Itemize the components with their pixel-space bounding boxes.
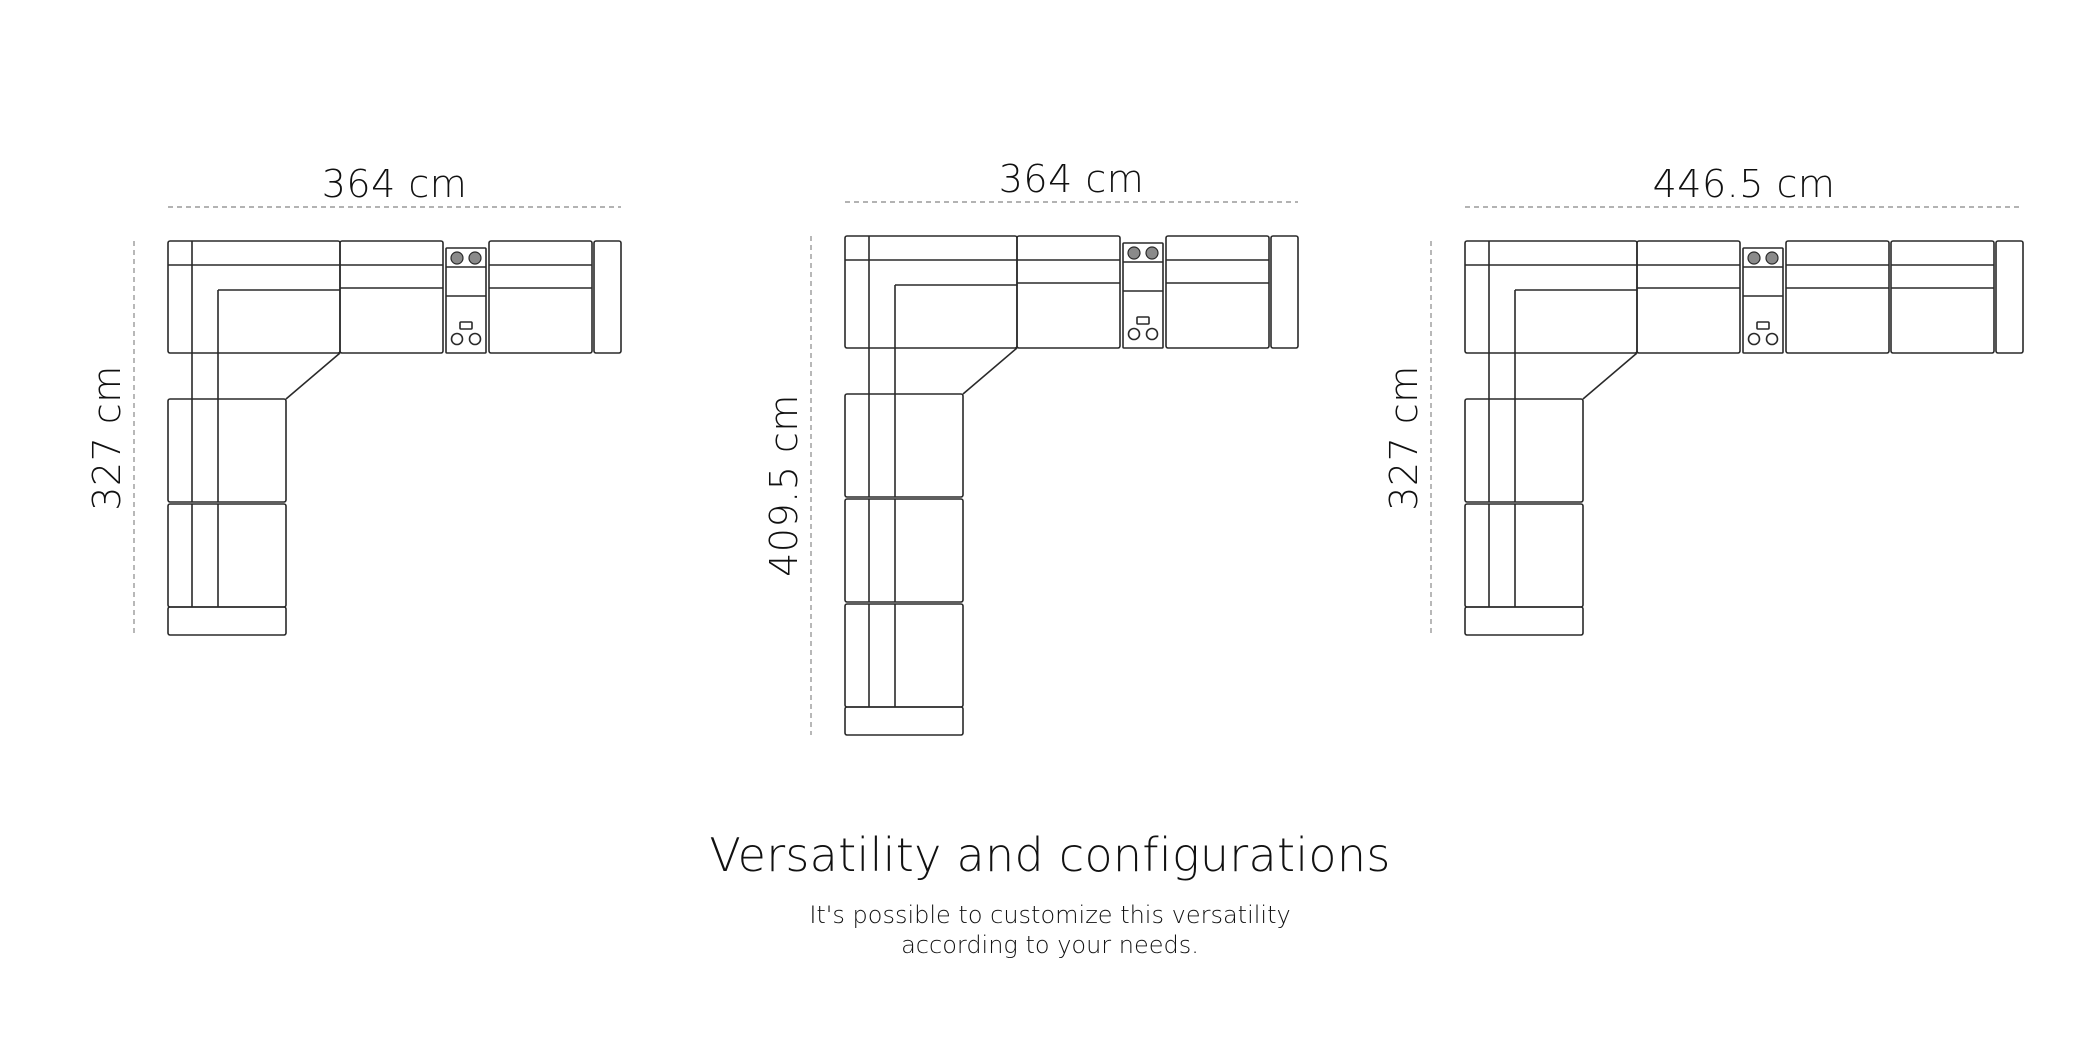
width-dimension-label: 364 cm <box>999 157 1145 201</box>
depth-dimension-label: 409.5 cm <box>762 394 806 577</box>
control-button-icon <box>1127 327 1141 341</box>
description-line-2: according to your needs. <box>901 931 1199 959</box>
usb-port-icon <box>459 321 473 330</box>
corner-diagonal <box>1582 352 1638 400</box>
corner-module <box>167 240 341 354</box>
side-seat-2 <box>1464 503 1584 608</box>
control-console <box>1742 247 1784 354</box>
corner-diagonal <box>285 352 341 400</box>
right-arm <box>593 240 622 354</box>
top-seat-2 <box>488 240 593 354</box>
right-arm <box>1995 240 2024 354</box>
usb-port-icon <box>1756 321 1770 330</box>
top-seat-2 <box>1165 235 1270 349</box>
side-seat-1 <box>844 393 964 498</box>
width-dimension-label: 364 cm <box>322 162 468 206</box>
side-seat-2 <box>844 498 964 603</box>
right-arm <box>1270 235 1299 349</box>
control-button-icon <box>1747 332 1761 346</box>
width-dimension-label: 446.5 cm <box>1653 162 1836 206</box>
corner-module <box>844 235 1018 349</box>
top-seat-1 <box>1636 240 1741 354</box>
corner-diagonal <box>962 347 1018 395</box>
depth-dimension-label: 327 cm <box>1382 365 1426 511</box>
depth-dimension-label: 327 cm <box>85 365 129 511</box>
top-seat-3 <box>1890 240 1995 354</box>
usb-port-icon <box>1136 316 1150 325</box>
cup-holder-icon <box>1145 246 1159 260</box>
corner-module <box>1464 240 1638 354</box>
control-button-icon <box>1765 332 1779 346</box>
side-seat-3 <box>844 603 964 708</box>
control-console <box>1122 242 1164 349</box>
cup-holder-icon <box>1747 251 1761 265</box>
bottom-arm <box>1464 606 1584 636</box>
side-seat-1 <box>1464 398 1584 503</box>
top-seat-1 <box>1016 235 1121 349</box>
control-button-icon <box>1145 327 1159 341</box>
cup-holder-icon <box>468 251 482 265</box>
side-seat-2 <box>167 503 287 608</box>
section-description: It's possible to customize this versatil… <box>0 900 2100 960</box>
cup-holder-icon <box>1765 251 1779 265</box>
section-heading: Versatility and configurations <box>709 828 1391 882</box>
bottom-arm <box>167 606 287 636</box>
side-seat-1 <box>167 398 287 503</box>
sofa-configuration-3: 446.5 cm 327 cm <box>1382 162 2024 636</box>
control-button-icon <box>468 332 482 346</box>
cup-holder-icon <box>1127 246 1141 260</box>
control-button-icon <box>450 332 464 346</box>
sofa-configuration-2: 364 cm 409.5 cm <box>762 157 1299 736</box>
top-seat-1 <box>339 240 444 354</box>
top-seat-2 <box>1785 240 1890 354</box>
sofa-configuration-1: 364 cm 327 cm <box>85 162 622 636</box>
bottom-arm <box>844 706 964 736</box>
cup-holder-icon <box>450 251 464 265</box>
control-console <box>445 247 487 354</box>
description-line-1: It's possible to customize this versatil… <box>809 901 1291 929</box>
